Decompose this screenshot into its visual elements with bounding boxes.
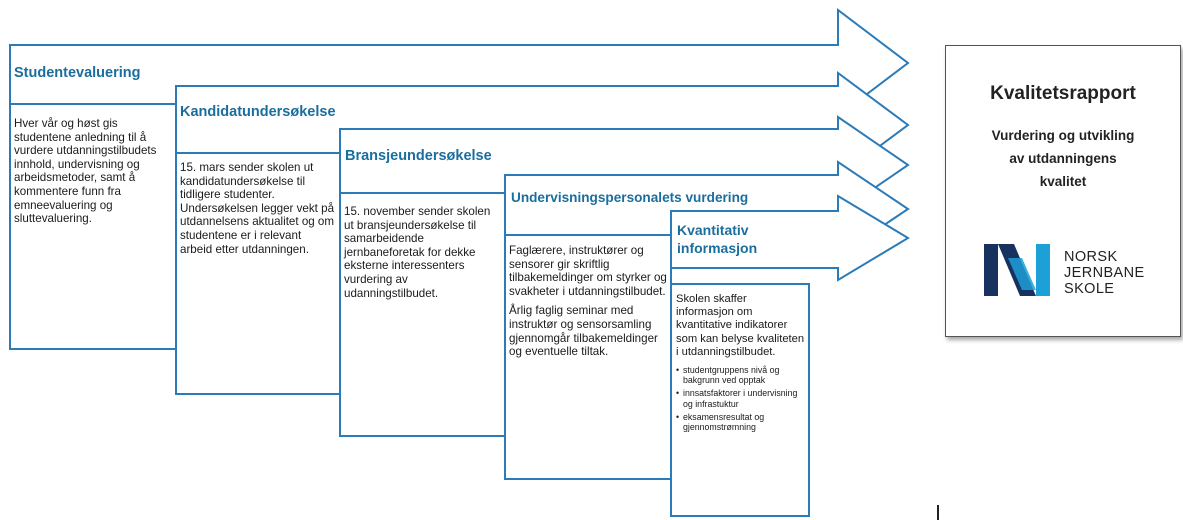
norsk-jernbaneskole-logo-icon [984,244,1050,296]
arrow-kvantitativ [670,194,910,282]
stage-text: Hver vår og høst gis studentene anlednin… [14,117,157,226]
stage-title-undervisningspersonalet: Undervisningspersonalets vurdering [511,190,749,205]
stage-title-kvantitativ: Kvantitativ informasjon [677,222,758,256]
stage-text: Skolen skaffer informasjon om kvantitati… [676,293,805,358]
stage-body-studentevaluering: Hver vår og høst gis studentene anlednin… [14,117,172,232]
logo-text: NORSK JERNBANE SKOLE [1064,249,1145,297]
logo-line: JERNBANE [1064,265,1145,281]
stage-body-kandidatundersokelse: 15. mars sender skolen ut kandidatunders… [180,161,336,262]
box-kandidatundersokelse [175,152,341,395]
box-bransjeundersokelse [339,192,506,437]
stage-text: 15. november sender skolen ut bransjeund… [344,205,491,300]
list-item: studentgruppens nivå og bakgrunn ved opp… [676,365,806,385]
box-studentevaluering [9,103,177,350]
stage-text-1: Faglærere, instruktører og sensorer gir … [509,244,667,298]
stage-title-bransjeundersokelse: Bransjeundersøkelse [345,148,492,164]
stage-text: 15. mars sender skolen ut kandidatunders… [180,161,335,256]
indicator-list: studentgruppens nivå og bakgrunn ved opp… [676,365,806,432]
stage-text-2: Årlig faglig seminar med instruktør og s… [509,304,658,359]
stage-title-studentevaluering: Studentevaluering [14,65,141,81]
list-item: eksamensresultat og gjennomstrømning [676,412,806,432]
stage-body-undervisningspersonalet: Faglærere, instruktører og sensorer gir … [509,244,667,365]
logo-line: NORSK [1064,249,1118,265]
stray-mark [937,505,939,520]
stage-body-bransjeundersokelse: 15. november sender skolen ut bransjeund… [344,205,502,306]
stage-body-kvantitativ: Skolen skaffer informasjon om kvantitati… [676,293,806,435]
box-undervisningspersonalet [504,234,672,480]
report-subtitle: Vurdering og utvikling av utdanningens k… [991,128,1135,189]
logo-line: SKOLE [1064,281,1115,297]
stage-title-kandidatundersokelse: Kandidatundersøkelse [180,104,336,120]
report-title: Kvalitetsrapport [990,83,1136,104]
list-item: innsatsfaktorer i undervisning og infras… [676,388,806,408]
kvalitetsrapport-box: Kvalitetsrapport Vurdering og utvikling … [945,45,1181,337]
